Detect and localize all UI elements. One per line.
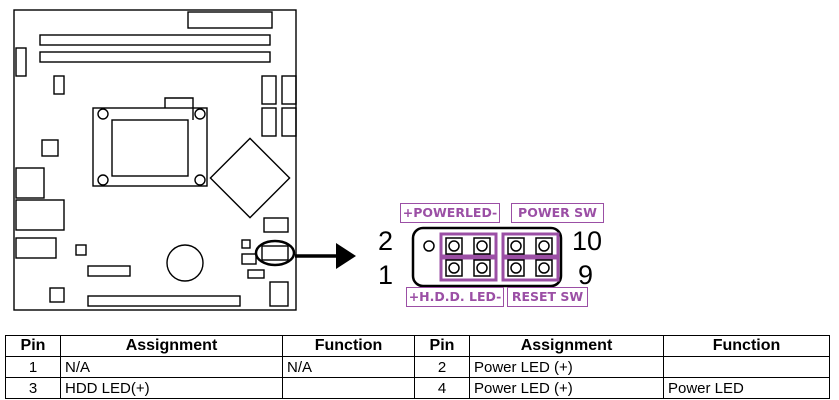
reset-sw-pair [501,254,560,282]
cell-function: N/A [282,356,415,378]
rear-port-2 [15,167,45,199]
cell-pin: 1 [5,356,61,378]
table-row: 3 HDD LED(+) 4 Power LED (+) Power LED [5,377,830,399]
column-header-function: Function [663,335,830,357]
power-sw-label: POWER SW [511,203,604,223]
power-sw-pair [501,232,560,260]
fan-header [53,75,65,95]
header-block-5 [269,281,289,307]
table-header-row: Pin Assignment Function Pin Assignment F… [5,335,830,357]
atx-power-connector [187,11,273,29]
column-header-assignment: Assignment [469,335,664,357]
pointer-arrow [295,243,356,269]
power-led-label: +POWERLED- [400,203,500,223]
rear-port-1 [15,47,27,77]
header-block-3 [241,253,257,265]
cell-pin: 4 [414,377,470,399]
column-header-pin: Pin [5,335,61,357]
rear-port-3 [15,199,65,231]
cell-assignment: Power LED (+) [469,356,664,378]
cell-pin: 3 [5,377,61,399]
rear-port-4 [15,237,57,259]
hdd-led-pair [439,254,498,282]
hdd-led-label: +H.D.D. LED- [406,287,504,307]
cmos-battery [166,244,204,282]
memory-slot-2 [39,51,271,63]
expansion-slot [87,295,241,307]
sata-port-2 [281,75,297,105]
column-header-assignment: Assignment [60,335,283,357]
pin-number-2: 2 [378,226,394,256]
reset-sw-label: RESET SW [507,287,588,307]
power-led-pair [439,232,498,260]
table-row: 1 N/A N/A 2 Power LED (+) [5,356,830,378]
sata-port-3 [261,107,277,137]
header-block-1 [263,217,289,233]
m2-slot [87,265,131,277]
cell-function [282,377,415,399]
cpu-power-connector [41,139,59,157]
pin-assignment-table: Pin Assignment Function Pin Assignment F… [5,335,830,399]
pin-number-10: 10 [572,226,603,256]
header-highlight-ellipse [254,239,296,267]
motherboard-diagram [13,9,563,311]
front-panel-header-small [261,245,289,261]
sata-port-1 [261,75,277,105]
pin-number-1: 1 [378,260,394,290]
cell-function: Power LED [663,377,830,399]
cell-function [663,356,830,378]
cell-assignment: HDD LED(+) [60,377,283,399]
pin-2-empty [423,240,435,252]
chipset [209,137,291,219]
front-panel-header [411,226,563,288]
pin-number-9: 9 [578,260,594,290]
column-header-function: Function [282,335,415,357]
sata-port-4 [281,107,297,137]
cell-assignment: Power LED (+) [469,377,664,399]
cell-pin: 2 [414,356,470,378]
memory-slot-1 [39,34,271,46]
board-outline [13,9,297,311]
cpu-socket [92,107,208,187]
header-block-4 [247,269,265,279]
header-block-2 [241,239,251,249]
cell-assignment: N/A [60,356,283,378]
column-header-pin: Pin [414,335,470,357]
